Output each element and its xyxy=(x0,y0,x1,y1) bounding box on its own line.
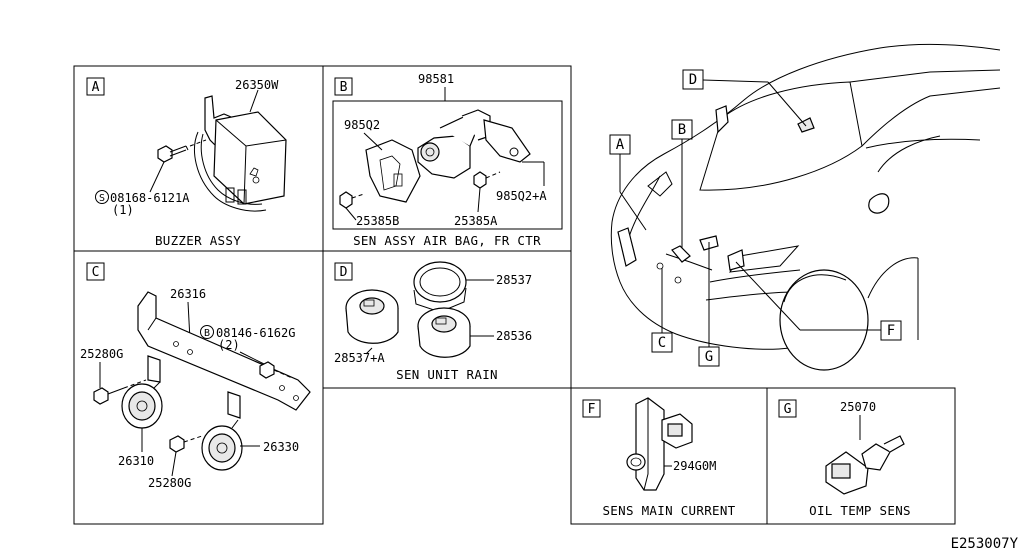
caption-g: OIL TEMP SENS xyxy=(809,503,911,518)
callout-c: C xyxy=(651,268,673,353)
screw-prefix-circle xyxy=(95,190,109,204)
rain-sensor-kit-drawing xyxy=(345,289,399,344)
rain-sensor-top-drawing xyxy=(417,307,471,358)
panel-d-letter: D xyxy=(340,265,348,280)
bolt-c-right-drawing xyxy=(259,361,293,379)
leader-buzzer xyxy=(249,89,259,113)
label-buzzer: 26350W xyxy=(235,78,279,92)
label-horn-high: 26330 xyxy=(263,440,299,454)
horn-high-drawing xyxy=(201,419,243,471)
horn-low-drawing xyxy=(121,381,163,429)
label-bolt-c-left: 25280G xyxy=(80,347,123,361)
callout-a-letter: A xyxy=(616,137,625,153)
callout-g: G xyxy=(698,242,720,367)
panel-b-letter-box xyxy=(334,77,353,96)
label-bracket-c: 26316 xyxy=(170,287,206,301)
rain-ring-drawing xyxy=(413,261,467,313)
panel-g-letter-box xyxy=(778,399,797,418)
panel-d-letter-box xyxy=(334,262,353,281)
label-horn-low: 26310 xyxy=(118,454,154,468)
panel-f-letter: F xyxy=(588,402,596,417)
callout-b-letter: B xyxy=(678,122,686,138)
leader-bracket-left xyxy=(363,132,383,151)
panel-b-letter: B xyxy=(340,80,348,95)
caption-f: SENS MAIN CURRENT xyxy=(602,503,735,518)
leader-screw-a xyxy=(149,161,165,193)
vehicle-overview: A B C D F G xyxy=(609,43,1001,371)
screw-a-drawing xyxy=(157,139,207,163)
label-bolt-b-left: 25385B xyxy=(356,214,399,228)
caption-b: SEN ASSY AIR BAG, FR CTR xyxy=(353,233,541,248)
callout-c-letter: C xyxy=(658,335,666,351)
panel-g-letter: G xyxy=(784,402,792,417)
airbag-sensor-drawing xyxy=(365,109,531,203)
panel-b: B 98581 985Q2 25385B 25385 xyxy=(332,72,563,248)
leader-bolt-b-left xyxy=(345,207,357,221)
label-ring: 28537 xyxy=(496,273,532,287)
label-bolt-b-right: 25385A xyxy=(454,214,498,228)
panel-f-letter-box xyxy=(582,399,601,418)
label-screw-a-qty: (1) xyxy=(112,203,134,217)
label-oil-sensor: 25070 xyxy=(840,400,876,414)
callout-f: F xyxy=(735,261,902,341)
label-sensor-kit: 28537+A xyxy=(334,351,385,365)
leader-sensor-kit xyxy=(365,347,373,355)
label-bolt-spec-qty: (2) xyxy=(218,338,240,352)
panel-g: G 25070 OIL TEMP SENS xyxy=(778,399,911,518)
label-bolt-c-bottom: 25280G xyxy=(148,476,191,490)
current-sensor-drawing xyxy=(626,397,693,491)
oil-temp-sensor-drawing xyxy=(825,435,905,495)
label-assembly: 98581 xyxy=(418,72,454,86)
panel-c: C 26316 B 08146-6162G (2) 25280G xyxy=(80,262,311,490)
bolt-b-right-drawing xyxy=(473,171,501,189)
leader-bolt-b-right xyxy=(477,187,481,213)
panel-a-letter-box xyxy=(86,77,105,96)
panel-c-letter-box xyxy=(86,262,105,281)
caption-a: BUZZER ASSY xyxy=(155,233,241,248)
callout-g-letter: G xyxy=(705,349,713,365)
label-bracket-left: 985Q2 xyxy=(344,118,380,132)
leader-bolt-c-bottom xyxy=(171,451,177,477)
screw-prefix: S xyxy=(99,193,105,204)
panel-frames xyxy=(73,65,956,525)
panel-a-letter: A xyxy=(92,80,100,95)
leader-bolt-spec xyxy=(239,351,265,365)
callout-d-letter: D xyxy=(689,72,697,88)
callout-b: B xyxy=(671,119,693,248)
bolt-spec-prefix-circle xyxy=(200,325,214,339)
vehicle-outline-drawing xyxy=(610,43,1001,371)
label-screw-a: 08168-6121A xyxy=(110,191,190,205)
callout-d: D xyxy=(682,69,807,127)
bolt-b-left-drawing xyxy=(339,191,365,209)
bolt-c-bottom-drawing xyxy=(169,435,203,453)
label-sensor-top: 28536 xyxy=(496,329,532,343)
assembly-box xyxy=(332,100,563,230)
callout-f-letter: F xyxy=(887,323,895,339)
label-current-sensor: 294G0M xyxy=(673,459,716,473)
horn-bracket-drawing xyxy=(137,291,311,419)
label-bolt-spec: 08146-6162G xyxy=(216,326,295,340)
panel-f: F 294G0M SENS MAIN CURRENT xyxy=(582,397,735,518)
panel-c-letter: C xyxy=(92,265,100,280)
label-bracket-right: 985Q2+A xyxy=(496,189,547,203)
callout-a: A xyxy=(609,134,647,231)
panel-a: A 26350W S 08168-6121A (1) BUZZER ASSY xyxy=(86,77,287,248)
bolt-spec-prefix: B xyxy=(204,328,210,339)
diagram-id: E253007Y xyxy=(951,536,1019,552)
bolt-c-left-drawing xyxy=(93,379,147,405)
buzzer-drawing xyxy=(194,95,287,212)
caption-d: SEN UNIT RAIN xyxy=(396,367,498,382)
panel-d: D 28537 28536 28537+A SEN UNIT RAIN xyxy=(334,261,532,382)
